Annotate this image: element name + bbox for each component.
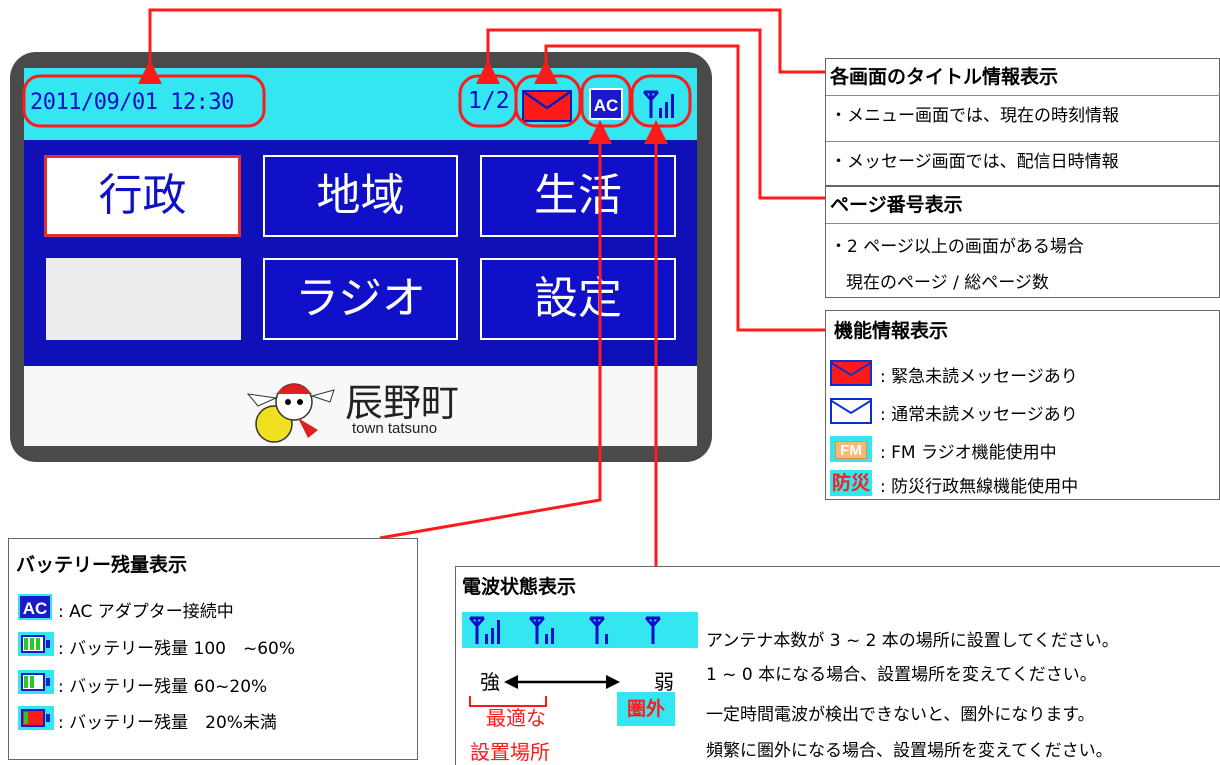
title-info-heading: 各画面のタイトル情報表示: [830, 66, 1059, 88]
signal-desc-1: アンテナ本数が 3 ~ 2 本の場所に設置してください。: [706, 631, 1119, 651]
function-item-3: : FM ラジオ機能使用中: [880, 443, 1057, 463]
menu-button-gyosei[interactable]: 行政: [44, 155, 241, 237]
antenna-3-icon: [469, 616, 500, 644]
strong-label: 強: [480, 670, 500, 694]
antenna-levels: [469, 616, 661, 644]
function-info-heading: 機能情報表示: [834, 320, 949, 342]
signal-box: [455, 566, 1220, 765]
red-mail-icon: [830, 360, 872, 386]
mascot-logo-icon: [246, 383, 335, 443]
page-number-display: 1/2: [468, 88, 510, 114]
datetime-display: 2011/09/01 12:30: [30, 90, 234, 115]
battery-mid-icon: [18, 670, 54, 694]
title-info-box: [825, 58, 1220, 186]
menu-button-seikatsu[interactable]: 生活: [480, 155, 676, 237]
out-of-range-icon: 圏外: [617, 692, 675, 726]
antenna-icon: [643, 90, 674, 118]
red-mail-icon: [522, 90, 572, 122]
page-number-heading: ページ番号表示: [830, 194, 963, 216]
out-desc-1: 一定時間電波が検出できないと、圏外になります。: [706, 705, 1095, 725]
antenna-highlight: [630, 74, 692, 128]
signal-heading: 電波状態表示: [462, 576, 577, 598]
ac-highlight: [580, 74, 632, 128]
page-number-line-1: ・2 ページ以上の画面がある場合: [830, 237, 1084, 257]
battery-item-4: : バッテリー残量 20%未満: [58, 713, 277, 733]
battery-item-2: : バッテリー残量 100 ~60%: [58, 639, 296, 659]
datetime-highlight: [22, 74, 266, 128]
page-number-box: [825, 186, 1220, 298]
weak-label: 弱: [654, 670, 674, 694]
battery-item-3: : バッテリー残量 60~20%: [58, 677, 268, 697]
page-number-line-2: 現在のページ / 総ページ数: [846, 273, 1049, 293]
logo-text-en: town tatsuno: [352, 420, 438, 437]
ac-icon: AC: [589, 88, 623, 120]
battery-low-icon: [18, 706, 54, 730]
title-info-line-1: ・メニュー画面では、現在の時刻情報: [830, 106, 1119, 126]
status-bar: [24, 68, 697, 140]
out-desc-2: 頻繁に圏外になる場合、設置場所を変えてください。: [706, 741, 1113, 761]
best-location-label-2: 設置場所: [470, 740, 550, 764]
white-mail-icon: [830, 398, 872, 424]
menu-button-settei[interactable]: 設定: [480, 258, 676, 340]
logo-area: [24, 366, 697, 446]
menu-button-radio[interactable]: ラジオ: [263, 258, 458, 340]
fm-icon: FM: [830, 436, 872, 462]
battery-full-icon: [18, 632, 54, 656]
signal-desc-2: 1 ~ 0 本になる場合、設置場所を変えてください。: [706, 665, 1097, 685]
menu-button-empty: [46, 258, 241, 340]
ac-icon: AC: [18, 594, 52, 620]
antenna-0-icon: [645, 616, 661, 644]
antenna-2-icon: [529, 616, 554, 644]
bousai-icon: 防災: [830, 470, 872, 496]
title-info-line-2: ・メッセージ画面では、配信日時情報: [830, 152, 1119, 172]
battery-heading: バッテリー残量表示: [16, 554, 188, 576]
function-item-4: : 防災行政無線機能使用中: [880, 477, 1079, 497]
best-location-label-1: 最適な: [486, 706, 546, 730]
function-item-2: : 通常未読メッセージあり: [880, 405, 1078, 425]
page-highlight: [458, 74, 518, 128]
function-item-1: : 緊急未読メッセージあり: [880, 367, 1078, 387]
menu-button-chiiki[interactable]: 地域: [263, 155, 458, 237]
mail-highlight: [514, 74, 582, 128]
antenna-1-icon: [589, 616, 608, 644]
best-range-bracket: [469, 696, 547, 707]
strength-arrow: [504, 675, 620, 689]
logo-text-jp: 辰野町: [345, 381, 460, 425]
battery-box: [8, 538, 418, 760]
battery-item-1: : AC アダプター接続中: [58, 602, 234, 622]
